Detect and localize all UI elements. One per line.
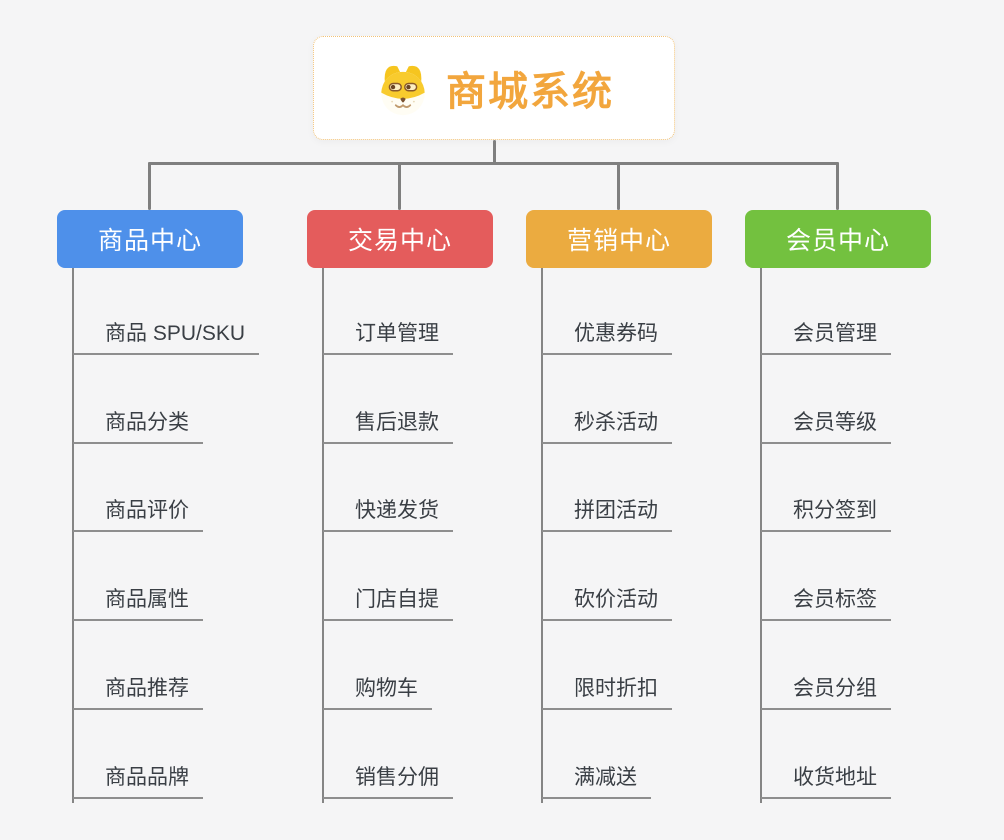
branch-label: 会员中心 [785, 227, 890, 255]
leaf-node[interactable]: 商品评价 [73, 491, 203, 532]
branch-node-trade-center[interactable]: 交易中心 [307, 210, 493, 268]
connector-drop-trade [398, 162, 401, 210]
branch-column-marketing: 营销中心 优惠券码 秒杀活动 拼团活动 砍价活动 限时折扣 满减送 [526, 210, 786, 820]
leaf-node[interactable]: 商品 SPU/SKU [73, 314, 260, 355]
leaf-node[interactable]: 会员标签 [761, 580, 891, 621]
connector-horizontal-bar [148, 162, 839, 165]
leaf-node[interactable]: 砍价活动 [542, 580, 672, 621]
branch-label: 交易中心 [347, 227, 452, 255]
leaf-node[interactable]: 限时折扣 [542, 669, 672, 710]
leaf-node[interactable]: 门店自提 [323, 580, 453, 621]
leaf-node[interactable]: 快递发货 [323, 491, 453, 532]
branch-node-marketing-center[interactable]: 营销中心 [526, 210, 712, 268]
leaf-node[interactable]: 拼团活动 [542, 491, 672, 532]
branch-label: 营销中心 [566, 227, 671, 255]
branch-column-goods: 商品中心 商品 SPU/SKU 商品分类 商品评价 商品属性 商品推荐 商品品牌 [57, 210, 317, 820]
branch-trunk-line [541, 268, 543, 803]
leaf-node[interactable]: 销售分佣 [323, 758, 453, 799]
leaf-node[interactable]: 积分签到 [761, 491, 891, 532]
branch-trunk-line [72, 268, 74, 803]
leaf-node[interactable]: 会员管理 [761, 314, 891, 355]
branch-column-member: 会员中心 会员管理 会员等级 积分签到 会员标签 会员分组 收货地址 [745, 210, 1004, 820]
connector-root-stub [493, 140, 496, 165]
leaf-node[interactable]: 商品推荐 [73, 669, 203, 710]
connector-drop-goods [148, 162, 151, 210]
leaf-node[interactable]: 商品分类 [73, 403, 203, 444]
root-node[interactable]: 商城系统 [313, 36, 675, 140]
connector-drop-member [836, 162, 839, 210]
leaf-node[interactable]: 收货地址 [761, 758, 891, 799]
leaf-node[interactable]: 会员等级 [761, 403, 891, 444]
leaf-node[interactable]: 售后退款 [323, 403, 453, 444]
branch-node-member-center[interactable]: 会员中心 [745, 210, 931, 268]
branch-trunk-line [322, 268, 324, 803]
leaf-node[interactable]: 购物车 [323, 669, 432, 710]
dog-face-icon [374, 59, 432, 117]
branch-label: 商品中心 [97, 227, 202, 255]
leaf-node[interactable]: 优惠券码 [542, 314, 672, 355]
connector-drop-marketing [617, 162, 620, 210]
branch-column-trade: 交易中心 订单管理 售后退款 快递发货 门店自提 购物车 销售分佣 [307, 210, 567, 820]
branch-trunk-line [760, 268, 762, 803]
leaf-node[interactable]: 秒杀活动 [542, 403, 672, 444]
root-title: 商城系统 [446, 70, 614, 114]
leaf-node[interactable]: 商品属性 [73, 580, 203, 621]
leaf-node[interactable]: 订单管理 [323, 314, 453, 355]
leaf-node[interactable]: 商品品牌 [73, 758, 203, 799]
leaf-node[interactable]: 满减送 [542, 758, 651, 799]
leaf-node[interactable]: 会员分组 [761, 669, 891, 710]
branch-node-goods-center[interactable]: 商品中心 [57, 210, 243, 268]
